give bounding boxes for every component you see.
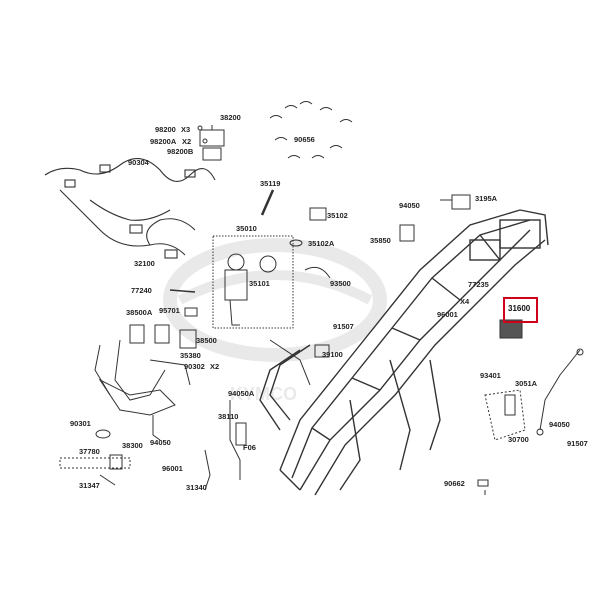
relay-cluster	[197, 125, 225, 161]
label-3051a: 3051A	[515, 379, 538, 388]
watermark-text: KYMCO	[230, 384, 297, 404]
label-90302: 90302	[184, 362, 205, 371]
part-77240	[169, 289, 196, 293]
label-38500: 38500	[196, 336, 217, 345]
component-3195a	[399, 194, 471, 242]
label-90302-qty: X2	[210, 362, 220, 371]
label-38110: 38110	[218, 412, 239, 421]
label-94050a: 94050A	[228, 389, 255, 398]
label-31340: 31340	[186, 483, 207, 492]
ignition-switch-group	[212, 235, 294, 329]
label-93500: 93500	[330, 279, 351, 288]
kymco-watermark: KYMCO	[163, 238, 387, 404]
clips-90656	[269, 101, 353, 159]
part-95701	[184, 307, 198, 317]
label-94050-top: 94050	[399, 201, 420, 210]
label-91507-top: 91507	[333, 322, 354, 331]
fuse-parts	[59, 415, 161, 486]
label-35101: 35101	[249, 279, 270, 288]
wire-harness	[44, 158, 216, 259]
label-35102a: 35102A	[308, 239, 335, 248]
label-x4: X4	[460, 297, 470, 306]
label-35380: 35380	[180, 351, 201, 360]
label-94050-right: 94050	[549, 420, 570, 429]
label-32100: 32100	[134, 259, 155, 268]
label-91507-right: 91507	[567, 439, 588, 448]
label-37780: 37780	[79, 447, 100, 456]
oring-35102a	[289, 239, 303, 247]
right-parts	[477, 348, 584, 495]
label-35850: 35850	[370, 236, 391, 245]
label-77235: 77235	[468, 280, 489, 289]
bracket-group	[98, 359, 191, 416]
label-90656: 90656	[294, 135, 315, 144]
main-frame	[259, 209, 549, 496]
regulator-31600	[499, 319, 523, 339]
label-31600: 31600	[508, 304, 531, 313]
label-93401: 93401	[480, 371, 501, 380]
label-39100: 39100	[322, 350, 343, 359]
label-31347: 31347	[79, 481, 100, 490]
label-3195a: 3195A	[475, 194, 498, 203]
label-98200: 98200	[155, 125, 176, 134]
label-90304: 90304	[128, 158, 149, 167]
label-35119: 35119	[260, 179, 281, 188]
label-35010: 35010	[236, 224, 257, 233]
label-98200b: 98200B	[167, 147, 194, 156]
label-96001-bottom: 96001	[162, 464, 183, 473]
label-38500a: 38500A	[126, 308, 153, 317]
cable-35119	[260, 189, 275, 216]
label-77240: 77240	[131, 286, 152, 295]
sensor-35102	[309, 207, 327, 221]
label-98200-qty: X3	[181, 125, 191, 134]
center-column	[204, 339, 330, 491]
label-94050-bottom: 94050	[150, 438, 171, 447]
label-90301: 90301	[70, 419, 91, 428]
label-35102: 35102	[327, 211, 348, 220]
label-96001-top: 96001	[437, 310, 458, 319]
part-93500	[304, 266, 331, 279]
highlight-box-31600	[503, 297, 538, 323]
label-98200a-qty: X2	[182, 137, 192, 146]
label-38300: 38300	[122, 441, 143, 450]
seat-lock-group	[94, 324, 197, 401]
label-90662: 90662	[444, 479, 465, 488]
label-30700: 30700	[508, 435, 529, 444]
label-98200a: 98200A	[150, 137, 177, 146]
label-38200: 38200	[220, 113, 241, 122]
label-95701: 95701	[159, 306, 180, 315]
label-f06: F06	[243, 443, 256, 452]
